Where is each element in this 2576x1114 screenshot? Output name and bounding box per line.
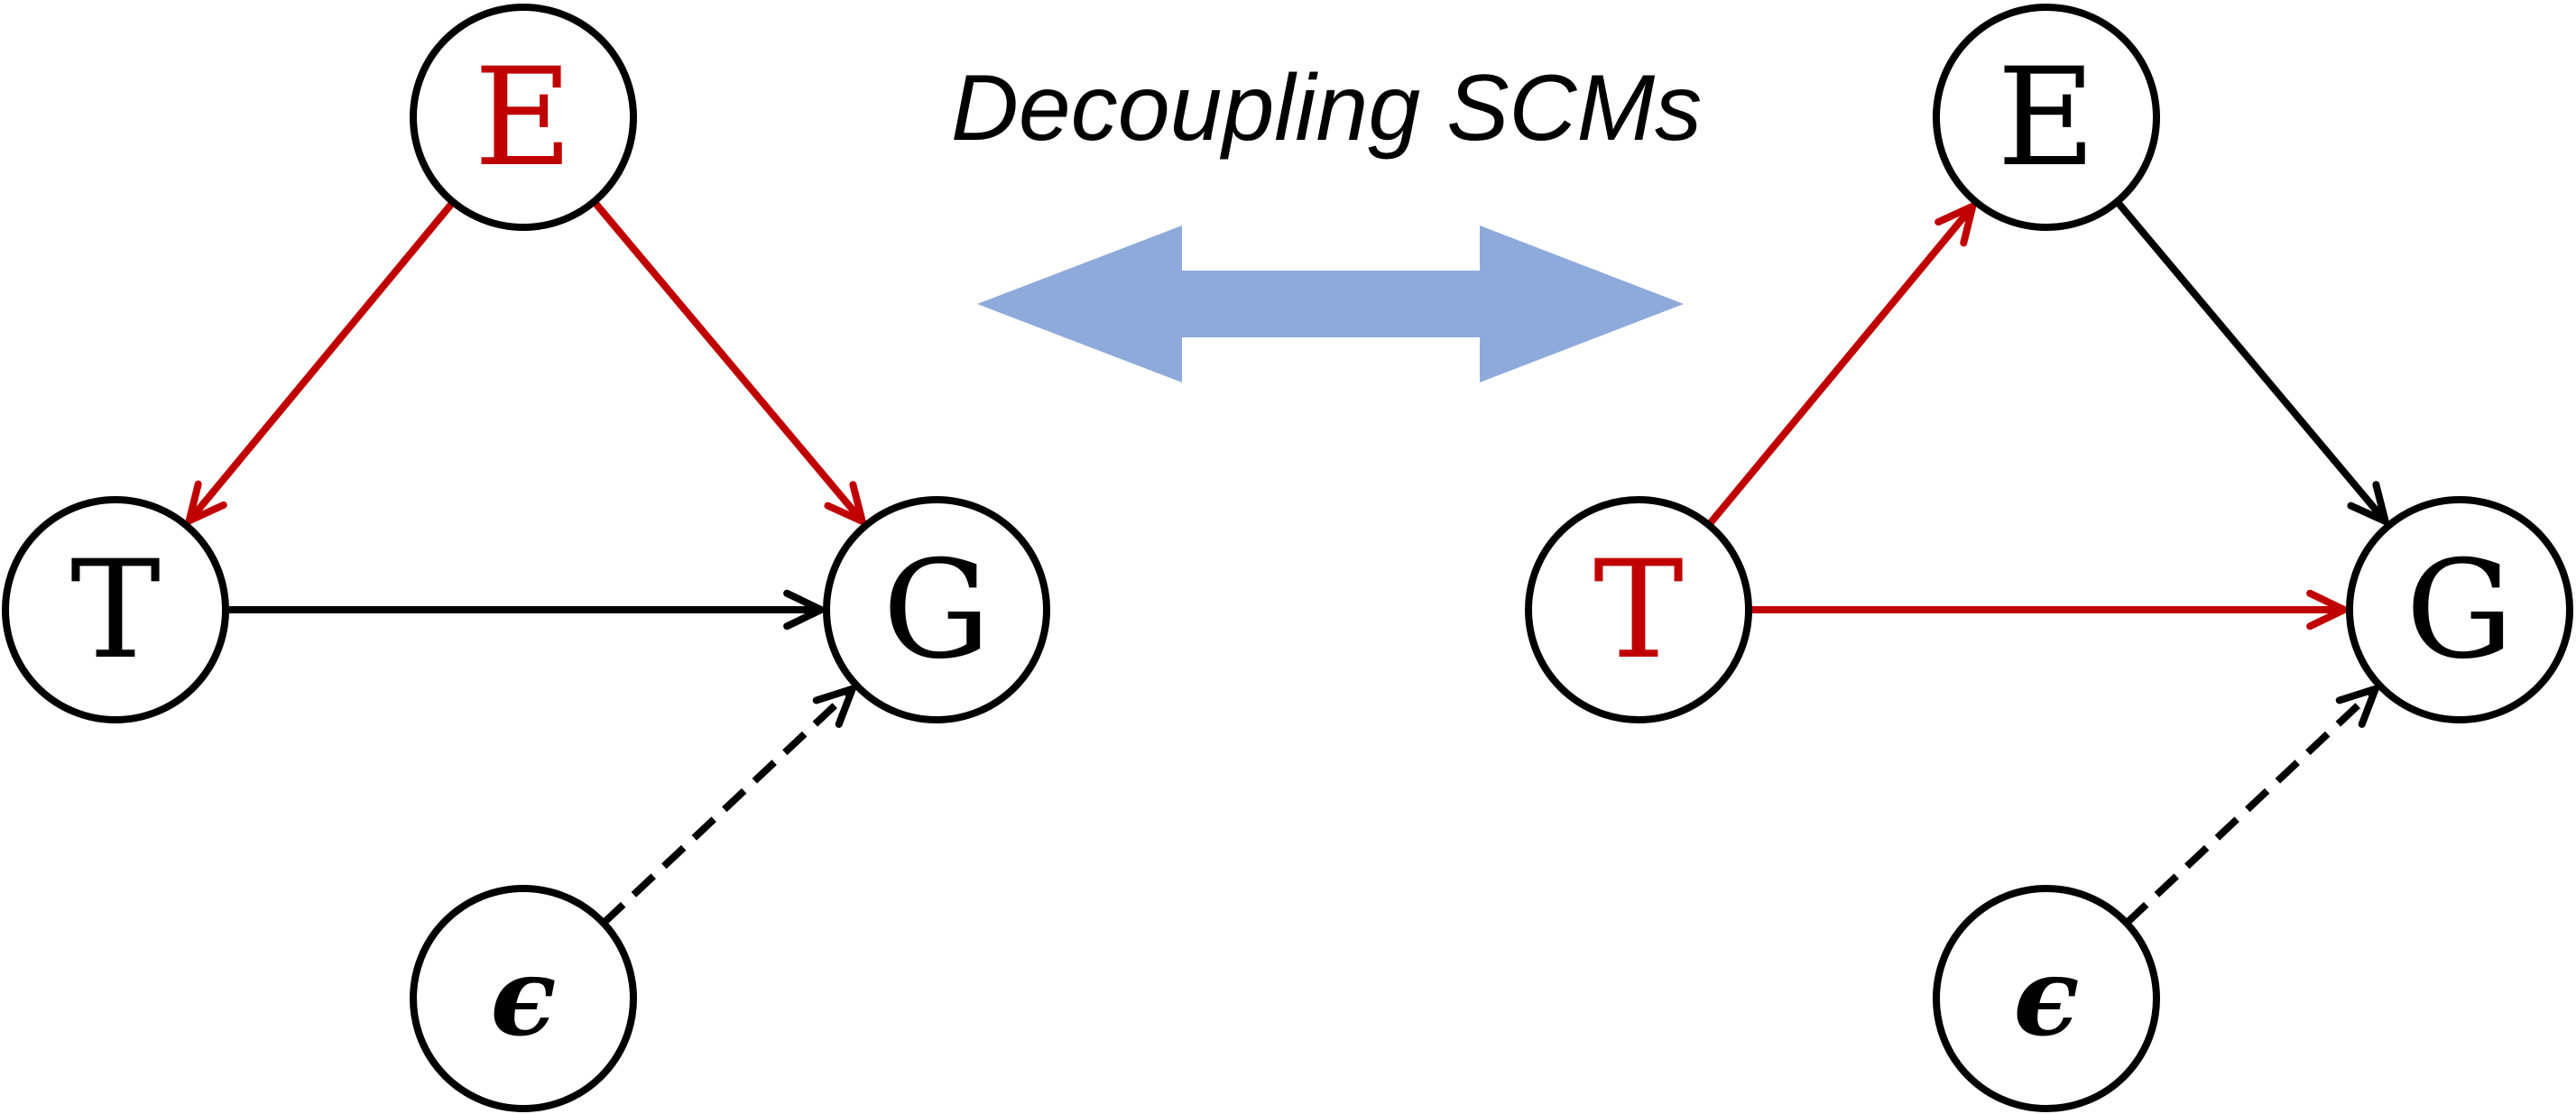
node-eps-right: ϵ — [1933, 885, 2160, 1112]
node-label-E-left: E — [474, 40, 573, 197]
node-label-G-left: G — [882, 532, 991, 689]
edge-T-to-E-right — [1705, 204, 1976, 528]
edge-eps-to-G-right — [2124, 686, 2378, 926]
node-G-right: G — [2346, 496, 2573, 723]
edge-E-to-G-right — [2114, 198, 2388, 524]
node-eps-left: ϵ — [410, 885, 637, 1112]
arrowhead-E-to-T-left — [185, 480, 227, 525]
node-G-left: G — [823, 496, 1050, 723]
node-label-G-right: G — [2405, 532, 2514, 689]
edge-E-to-G-left — [591, 198, 865, 524]
node-label-eps-left: ϵ — [490, 934, 556, 1061]
edge-eps-to-G-left — [601, 686, 855, 926]
arrowhead-eps-to-G-right — [2335, 685, 2379, 728]
node-circle-T-left — [2, 496, 229, 723]
node-circle-E-right — [1933, 4, 2160, 231]
node-label-E-right: E — [1997, 40, 2096, 197]
node-circle-eps-right — [1933, 885, 2160, 1112]
arrowhead-T-to-G-right — [2306, 589, 2348, 631]
node-circle-G-right — [2346, 496, 2573, 723]
arrowhead-T-to-E-right — [1934, 202, 1977, 247]
arrowhead-E-to-G-right — [2347, 481, 2389, 525]
arrowhead-T-to-G-left — [783, 589, 825, 631]
node-label-T-right: T — [1593, 532, 1684, 689]
node-label-T-left: T — [70, 532, 161, 689]
node-E-right: E — [1933, 4, 2160, 231]
arrowhead-E-to-G-left — [824, 481, 866, 525]
node-T-right: T — [1525, 496, 1752, 723]
edge-E-to-T-left — [186, 199, 457, 523]
node-circle-E-left — [410, 4, 637, 231]
node-circle-eps-left — [410, 885, 637, 1112]
arrowhead-eps-to-G-left — [812, 685, 856, 728]
node-E-left: E — [410, 4, 637, 231]
node-T-left: T — [2, 496, 229, 723]
node-label-eps-right: ϵ — [2013, 934, 2079, 1061]
bidirectional-arrow-icon — [977, 226, 1684, 382]
node-circle-T-right — [1525, 496, 1752, 723]
scm-diagram-left: E T Gϵ — [2, 4, 1050, 1112]
scm-diagram-right: E T Gϵ — [1525, 4, 2573, 1112]
figure-title: Decoupling SCMs — [951, 56, 1702, 161]
node-circle-G-left — [823, 496, 1050, 723]
